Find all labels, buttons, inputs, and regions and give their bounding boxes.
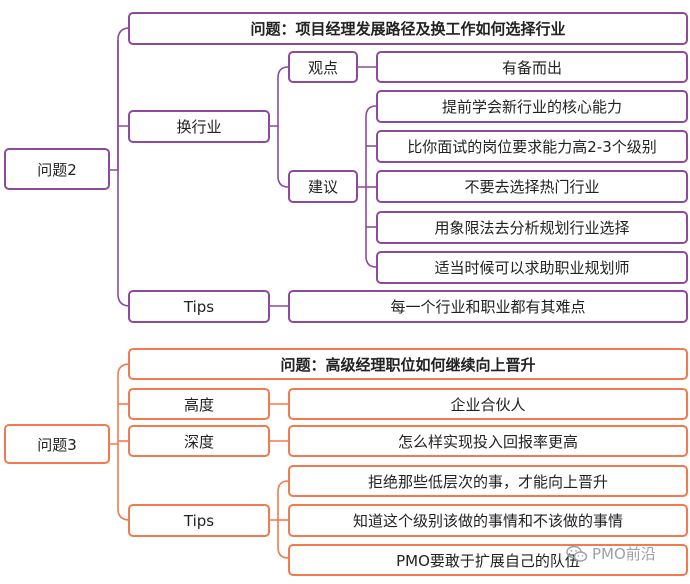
tips2-label: Tips [183,511,215,530]
depth-node: 深度 [128,425,270,457]
watermark-text: PMO前沿 [592,545,656,563]
advice-node: 建议 [288,170,358,203]
tips2-item-node: 拒绝那些低层次的事，才能向上晋升 [288,465,688,497]
viewpoint-value: 有备而出 [501,58,562,77]
advice-label: 建议 [307,178,338,196]
height-value-node: 企业合伙人 [288,388,688,420]
advice-item: 不要去选择热门行业 [464,178,600,196]
advice-item-node: 不要去选择热门行业 [376,170,688,203]
advice-item-node: 用象限法去分析规划行业选择 [376,211,688,244]
question3-title-node: 问题：高级经理职位如何继续向上晋升 [128,348,688,380]
root-node-question3: 问题3 [4,424,110,464]
height-label: 高度 [183,395,214,414]
tips2-item: 拒绝那些低层次的事，才能向上晋升 [367,472,608,491]
depth-value-node: 怎么样实现投入回报率更高 [288,425,688,457]
viewpoint-node: 观点 [288,51,358,83]
tips2-item: PMO要敢于扩展自己的队伍 [396,551,580,570]
depth-label: 深度 [183,432,214,451]
advice-item: 适当时候可以求助职业规划师 [434,259,630,277]
tips2-item: 知道这个级别该做的事情和不该做的事情 [352,512,623,530]
viewpoint-label: 观点 [307,58,338,77]
question3-title: 问题：高级经理职位如何继续向上晋升 [280,355,536,374]
tips2-node: Tips [128,504,270,537]
depth-value: 怎么样实现投入回报率更高 [397,432,578,451]
wechat-icon [566,545,588,562]
advice-item: 比你面试的岗位要求能力高2-3个级别 [407,138,657,156]
advice-item-node: 比你面试的岗位要求能力高2-3个级别 [376,130,688,163]
question2-title-node: 问题：项目经理发展路径及换工作如何选择行业 [128,12,688,45]
height-value: 企业合伙人 [450,395,526,414]
tips2-item-node: 知道这个级别该做的事情和不该做的事情 [288,504,688,537]
tips2-item-node: PMO要敢于扩展自己的队伍 [288,544,688,576]
tips1-node: Tips [128,290,270,323]
watermark: PMO前沿 [566,543,656,564]
advice-item: 提前学会新行业的核心能力 [441,98,622,116]
question2-title: 问题：项目经理发展路径及换工作如何选择行业 [250,20,566,38]
advice-item: 用象限法去分析规划行业选择 [434,219,630,237]
viewpoint-value-node: 有备而出 [376,51,688,83]
root-node-question2: 问题2 [4,148,110,190]
change-industry-node: 换行业 [128,110,270,143]
tips1-value-node: 每一个行业和职业都有其难点 [288,290,688,323]
advice-item-node: 提前学会新行业的核心能力 [376,90,688,123]
advice-item-node: 适当时候可以求助职业规划师 [376,251,688,284]
change-industry-label: 换行业 [176,118,222,136]
tips1-value: 每一个行业和职业都有其难点 [390,298,586,316]
root-label: 问题3 [37,435,77,454]
height-node: 高度 [128,388,270,420]
tips1-label: Tips [183,297,215,316]
root-label: 问题2 [37,160,77,179]
